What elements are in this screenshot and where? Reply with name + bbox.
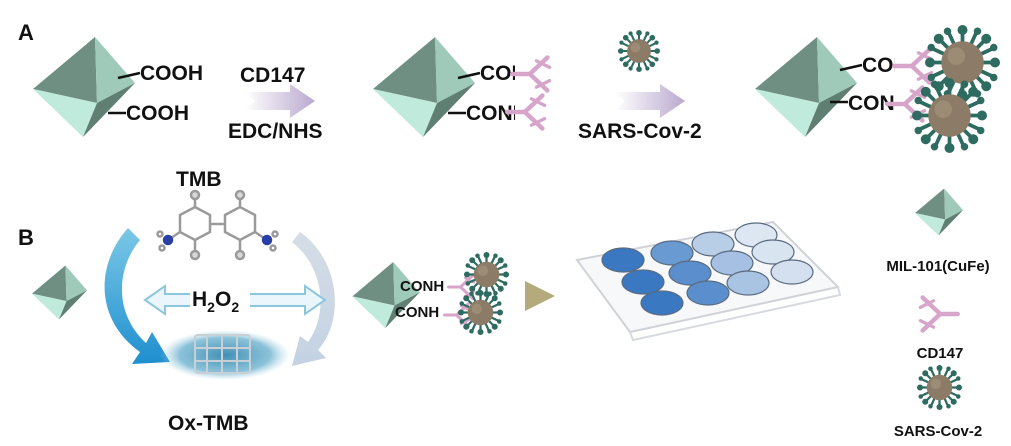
label-backdrop <box>190 285 250 315</box>
curved-arrow-grey <box>292 232 335 366</box>
tmb-label: TMB <box>176 168 222 191</box>
cooh-label-1: COOH <box>140 62 203 85</box>
sars-cov-2-virus-icon <box>458 290 503 335</box>
panel-label-b: B <box>18 225 34 250</box>
cooh-label-2: COOH <box>126 102 189 125</box>
conh-label-b1: CONH <box>400 278 444 295</box>
well <box>640 290 684 316</box>
legend-antibody-label: CD147 <box>917 345 964 362</box>
legend-mof-icon <box>915 188 963 236</box>
panel-label-a: A <box>18 20 34 45</box>
ox-tmb-molecule <box>194 334 251 374</box>
tmb-molecule <box>156 189 279 261</box>
well <box>770 259 814 285</box>
reaction-arrow-2 <box>615 84 685 118</box>
well <box>726 270 770 296</box>
legend-virus-icon <box>917 365 962 410</box>
mof-octahedron <box>33 37 135 137</box>
sars-cov-2-virus-icon <box>912 78 987 153</box>
bond-line <box>457 71 481 80</box>
mof-octahedron <box>32 265 87 320</box>
ox-tmb-blue-product <box>160 330 290 380</box>
reagent-edc-nhs-label: EDC/NHS <box>228 120 323 143</box>
reagent-cd147-label: CD147 <box>240 64 305 87</box>
legend-mof-label: MIL-101(CuFe) <box>886 258 989 275</box>
well <box>686 280 730 306</box>
flow-arrow-triangle <box>525 281 555 311</box>
sars-cov-2-virus-icon <box>464 252 509 297</box>
sars-cov-2-virus-icon <box>618 30 660 72</box>
h2o2-label: H2O2 <box>192 288 239 315</box>
well <box>751 239 795 265</box>
bond-line <box>117 71 141 80</box>
well <box>691 231 735 257</box>
well-plate <box>575 220 842 342</box>
reaction-arrow-1 <box>245 84 315 118</box>
ox-tmb-label: Ox-TMB <box>168 412 249 435</box>
conh-label-b2: CONH <box>395 304 439 321</box>
well <box>650 240 694 266</box>
well <box>668 260 712 286</box>
sars-cov-2-step-label: SARS-Cov-2 <box>578 120 702 143</box>
well <box>601 247 645 273</box>
well <box>621 269 665 295</box>
mof-octahedron <box>373 37 475 137</box>
bond-line <box>839 63 863 72</box>
conh-label-2: CONH <box>466 102 528 125</box>
mof-octahedron <box>755 37 857 137</box>
legend-virus-label: SARS-Cov-2 <box>894 423 982 440</box>
curved-arrow-blue <box>104 228 170 364</box>
legend-antibody-icon <box>920 298 957 331</box>
conh-label-4: CONH <box>848 92 910 115</box>
